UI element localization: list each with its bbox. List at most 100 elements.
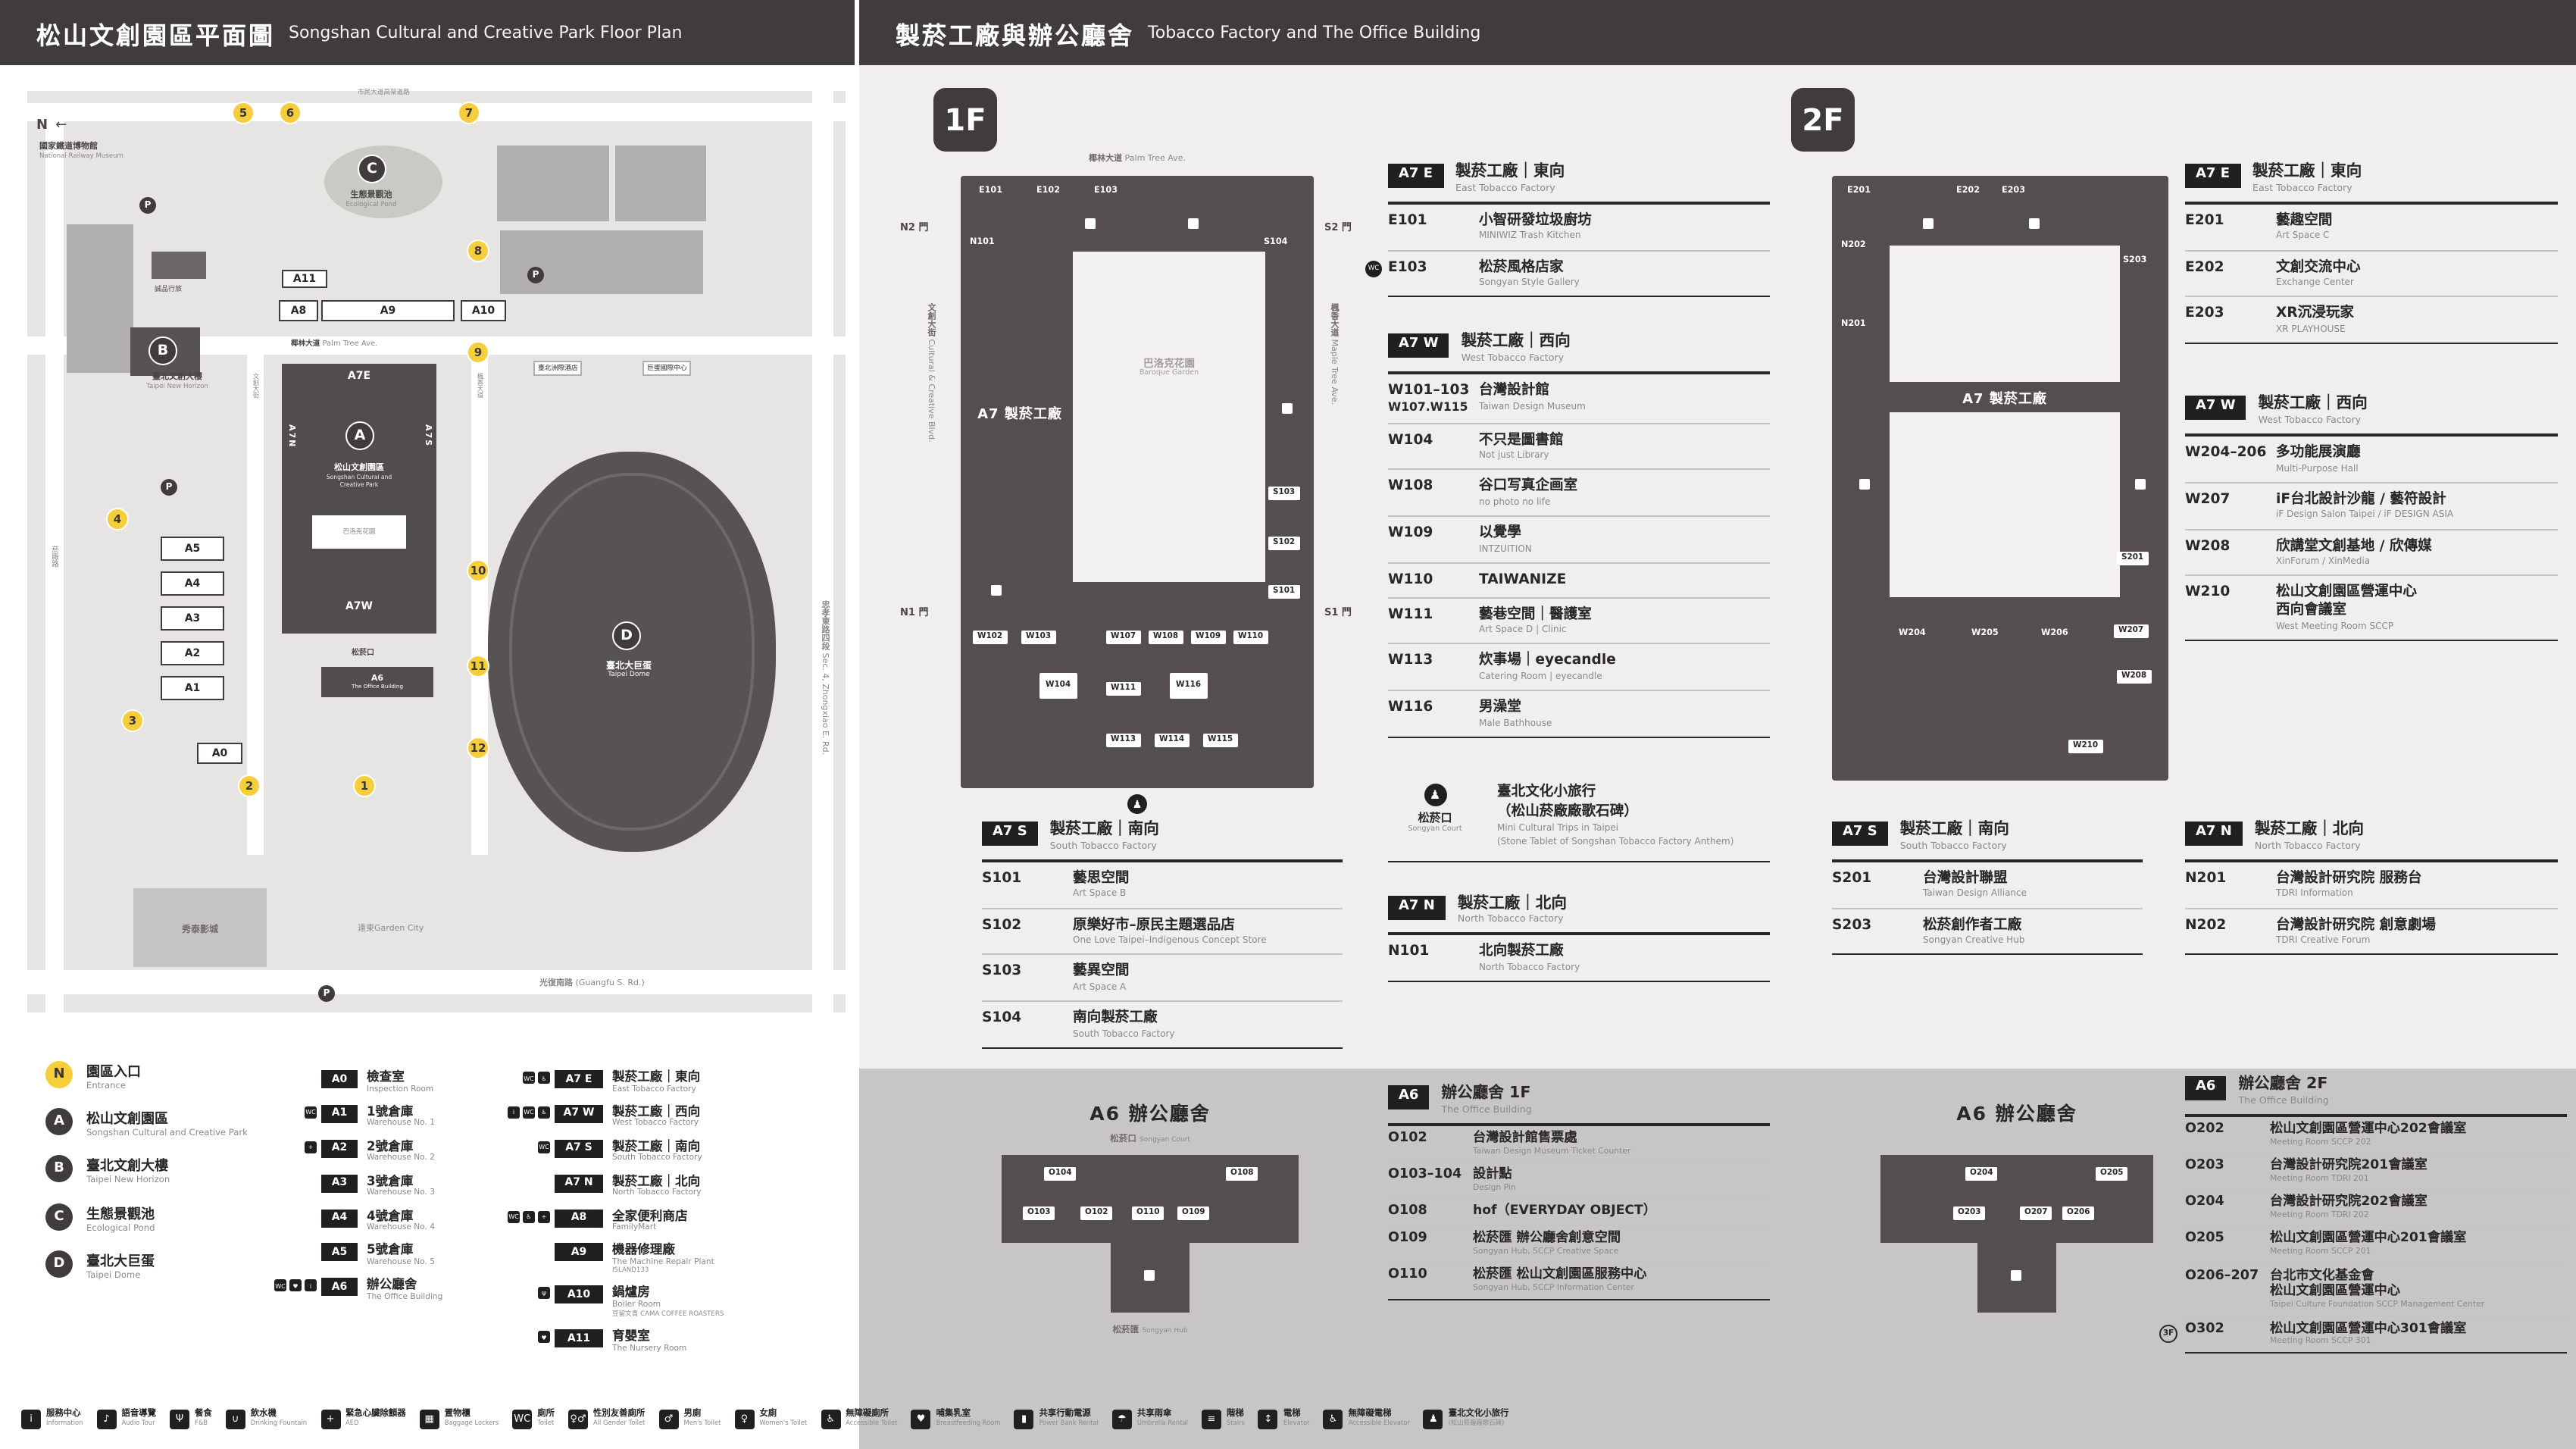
entrance-marker-12: 12 xyxy=(467,737,489,759)
room-en: West Meeting Room SCCP xyxy=(2276,621,2394,632)
area-zh: 松山文創園區 xyxy=(86,1113,169,1128)
facility-icon: ♀ xyxy=(734,1409,755,1429)
palm-en: Palm Tree Ave. xyxy=(1124,155,1186,164)
room-chip: S201 xyxy=(2117,552,2149,566)
room-code: O206–207 xyxy=(2185,1268,2259,1284)
left-header-bar: 松山文創園區平面圖 Songshan Cultural and Creative… xyxy=(0,0,855,65)
room-en: iF Design Salon Taipei / iF DESIGN ASIA xyxy=(2276,509,2454,521)
north-arrow-icon: ← xyxy=(55,118,67,133)
entrance-marker-3: 3 xyxy=(121,709,144,732)
building-note: 豆留文青 CAMA COFFEE ROASTERS xyxy=(612,1311,724,1319)
entrance-en: Entrance xyxy=(86,1082,126,1091)
room-en: Meeting Room TDRI 201 xyxy=(2270,1174,2369,1184)
room-en: XinForum / XinMedia xyxy=(2276,556,2371,568)
directory-row: W110 TAIWANIZE xyxy=(1388,564,1770,599)
section-en: South Tobacco Factory xyxy=(1899,840,2007,852)
songyan-court-label: 松菸口 Songyan Court xyxy=(1002,1131,1299,1144)
facility-icon: ♥ xyxy=(538,1331,550,1344)
room-zh: 南向製菸工廠 xyxy=(1073,1009,1158,1027)
room-zh: 藝異空間 xyxy=(1073,962,1130,980)
section-zh: 辦公廳舍 1F xyxy=(1441,1084,1531,1102)
facility-en: Women's Toilet xyxy=(759,1418,808,1426)
building-zh: 全家便利商店 xyxy=(612,1207,688,1222)
room-chip: S103 xyxy=(1268,487,1300,501)
room-en: Art Space A xyxy=(1073,982,1127,994)
room-code: O110 xyxy=(1388,1267,1427,1283)
facility-icon: WC xyxy=(274,1279,286,1292)
room-en: North Tobacco Factory xyxy=(1479,962,1580,974)
legend-row-icons: WC xyxy=(538,1141,550,1153)
area-zh: 生態景觀池 xyxy=(86,1207,155,1223)
dome-ring xyxy=(509,473,755,831)
facility-icon: ♥ xyxy=(911,1409,931,1429)
parking-icon: P xyxy=(527,267,544,283)
parking-icon: P xyxy=(139,197,156,214)
palm-ave-label: 椰林大道 Palm Tree Ave. xyxy=(291,340,377,350)
pond-zh: 生態景觀池 xyxy=(350,191,392,200)
facility-icon: ▮ xyxy=(1014,1409,1034,1429)
dome-zh: 臺北大巨蛋 xyxy=(605,661,652,671)
room-en: Art Space D | Clinic xyxy=(1479,624,1567,636)
facility-en: AED xyxy=(345,1418,359,1426)
room-label: E103 xyxy=(1094,186,1118,196)
facility-icon: ♀♂ xyxy=(567,1409,588,1429)
palm-en: Palm Tree Ave. xyxy=(322,340,378,349)
room-code: W111 xyxy=(1388,606,1433,623)
room-chip: O204 xyxy=(1965,1167,1998,1181)
room-code: O202 xyxy=(2185,1121,2224,1137)
facility-en: Information xyxy=(46,1418,83,1426)
right-header-bar: 製菸工廠與辦公廳舍 Tobacco Factory and The Office… xyxy=(859,0,2576,65)
facility-icon: ☂ xyxy=(1111,1409,1132,1429)
room-label: W205 xyxy=(1971,629,1999,638)
songyan-en: Songyan Court xyxy=(1408,825,1462,834)
section-en: East Tobacco Factory xyxy=(1455,183,1555,194)
court-zh: 松菸口 xyxy=(1110,1135,1136,1144)
songyan-zh: 松菸口 xyxy=(1418,810,1452,825)
zx-en: Sec. 4, Zhongxiao E. Rd. xyxy=(820,653,829,756)
building-zh: 3號倉庫 xyxy=(367,1172,414,1188)
civic-blvd-label: 市民大道高架道路 xyxy=(358,89,410,97)
building-tag: A7 E xyxy=(555,1070,603,1088)
facility-en: Umbrella Rental xyxy=(1136,1418,1188,1426)
room-zh: 台灣設計研究院 創意劇場 xyxy=(2276,916,2437,934)
facility-icon xyxy=(1085,218,1096,229)
facility-en: Accessible Elevator xyxy=(1348,1418,1410,1426)
room-zh: 松菸匯 松山文創園區服務中心 xyxy=(1473,1267,1647,1283)
building-en: Warehouse No. 5 xyxy=(367,1257,435,1267)
section-en: The Office Building xyxy=(2238,1095,2329,1106)
room-chip: O206 xyxy=(2062,1206,2095,1221)
cinema-label: 秀泰影城 xyxy=(181,924,218,934)
facility-en: Stairs xyxy=(1227,1418,1245,1426)
building-tag: A7 N xyxy=(555,1174,603,1193)
building-en: Inspection Room xyxy=(367,1084,434,1094)
room-zh: 北向製菸工廠 xyxy=(1479,943,1564,960)
room-en: no photo no life xyxy=(1479,496,1551,508)
legend-row-icons: WC♿+ xyxy=(508,1210,550,1222)
map-box-a4: A4 xyxy=(161,571,224,596)
